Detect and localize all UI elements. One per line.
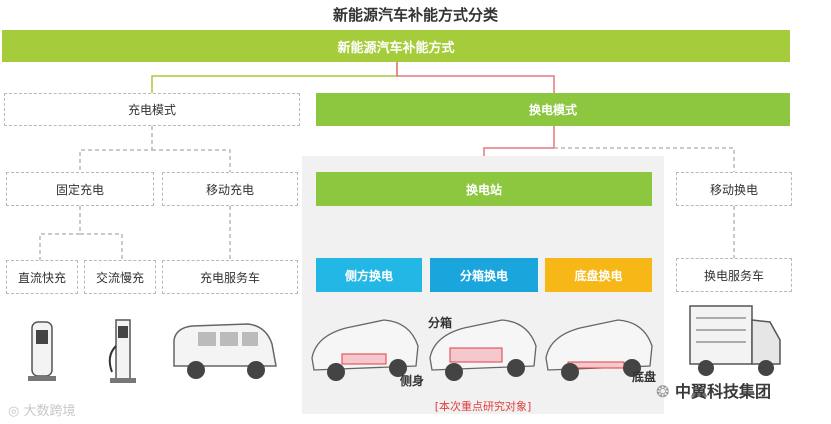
ac-slow-node: 交流慢充 <box>84 260 156 294</box>
charging-mode-node: 充电模式 <box>4 93 300 126</box>
swap-service-car-node: 换电服务车 <box>676 258 792 292</box>
charging-service-car-node: 充电服务车 <box>162 260 298 294</box>
watermark-right-text: 中翼科技集团 <box>674 382 771 401</box>
watermark-left: ◎ 大数跨境 <box>8 400 76 419</box>
connector-root-charging <box>151 62 398 93</box>
box-swap-node: 分箱换电 <box>430 258 538 292</box>
connector-swap-mobile <box>554 147 735 172</box>
mobile-swap-node: 移动换电 <box>676 172 792 206</box>
swap-service-truck-illustration <box>689 305 781 376</box>
connector-root-swap <box>396 62 555 93</box>
side-swap-car-illustration <box>311 319 419 381</box>
dc-charger-illustration <box>28 321 56 381</box>
watermark-left-text: 大数跨境 <box>23 404 76 419</box>
dc-fast-node: 直流快充 <box>6 260 78 294</box>
charging-van-illustration <box>173 323 277 379</box>
fixed-charging-node: 固定充电 <box>6 172 154 206</box>
wechat-icon: ❂ <box>656 382 675 401</box>
box-label: 分箱 <box>428 316 453 330</box>
swap-mode-node: 换电模式 <box>316 93 790 126</box>
ac-charger-illustration <box>108 319 136 383</box>
chassis-label: 底盘 <box>632 370 657 384</box>
watermark-right: ❂ 中翼科技集团 <box>656 378 771 402</box>
watermark-left-icon: ◎ <box>8 404 24 419</box>
connector-charging-mobile <box>152 149 231 172</box>
root-node: 新能源汽车补能方式 <box>2 30 790 62</box>
side-swap-node: 侧方换电 <box>316 258 422 292</box>
connector-charging-fixed <box>79 126 153 172</box>
side-label: 侧身 <box>400 374 425 388</box>
focus-note: [本次重点研究对象] <box>434 400 532 413</box>
connector-fixed-dc <box>39 206 81 260</box>
box-swap-car-illustration <box>429 319 537 381</box>
chassis-swap-node: 底盘换电 <box>545 258 652 292</box>
chassis-swap-car-illustration <box>545 319 653 381</box>
connector-fixed-ac <box>80 233 123 260</box>
page-title: 新能源汽车补能方式分类 <box>332 6 498 24</box>
mobile-charging-node: 移动充电 <box>162 172 298 206</box>
swap-station-node: 换电站 <box>316 172 652 206</box>
